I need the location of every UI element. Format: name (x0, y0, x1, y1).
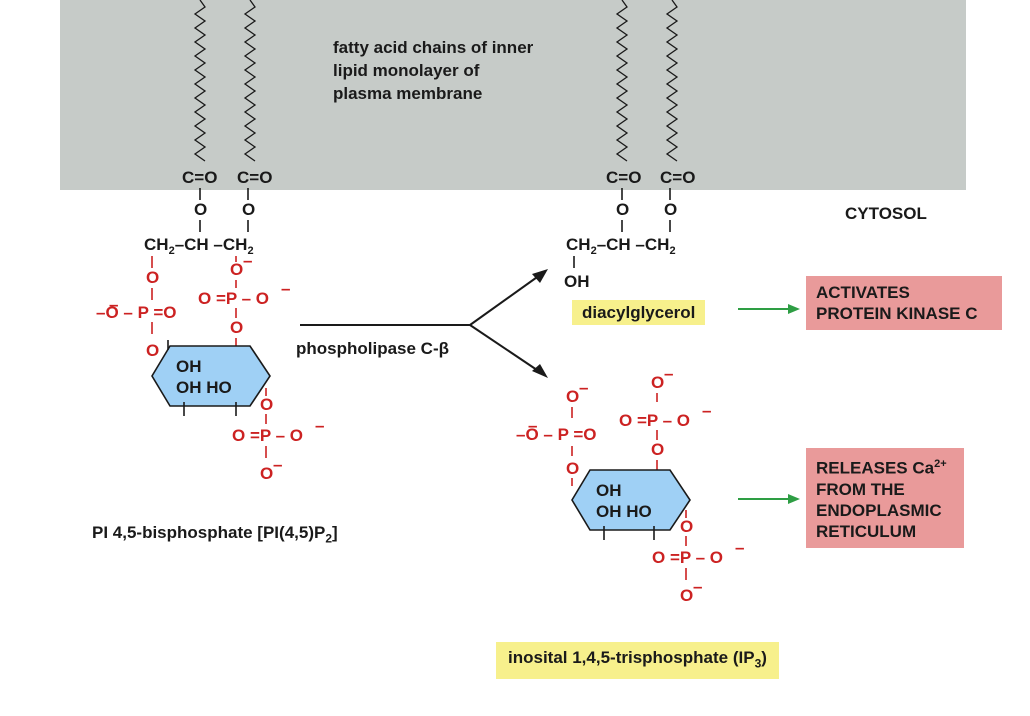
svg-text:O: O (230, 318, 243, 337)
svg-text:O: O (194, 200, 207, 219)
svg-text:O: O (146, 268, 159, 287)
membrane-label-line-1: fatty acid chains of inner (333, 38, 534, 57)
substrate-label-end: ] (332, 523, 338, 542)
svg-text:–: – (702, 401, 711, 420)
effect-pkc-line-2: PROTEIN KINASE C (816, 304, 978, 323)
reaction-arrowhead-up (532, 269, 548, 283)
ip3-molecule: O – O – O =P – O – –O – P =O – O O OH OH… (516, 364, 744, 605)
green-arrowhead-pkc (788, 304, 800, 314)
fatty-acid-chain (615, 0, 629, 162)
svg-text:C=O: C=O (660, 168, 695, 187)
svg-text:–: – (735, 538, 744, 557)
effect-ca-line-1-text: RELEASES Ca (816, 458, 935, 478)
reaction-arrow-branch-down (469, 324, 541, 373)
svg-text:–: – (528, 416, 537, 435)
svg-text:CH2–CH –CH2: CH2–CH –CH2 (566, 235, 676, 257)
effect-pkc-line-1: ACTIVATES (816, 283, 910, 302)
inositol-ring-left (151, 345, 271, 407)
svg-text:OH: OH (564, 272, 590, 291)
ip3-label-end: ) (761, 648, 767, 667)
effect-ca-line-1: RELEASES Ca2+ (816, 454, 954, 479)
svg-text:OH: OH (176, 357, 202, 376)
fatty-acid-chain (665, 0, 679, 162)
effect-ca-superscript: 2+ (934, 458, 947, 470)
fatty-acid-chains (193, 0, 679, 162)
inositol-ring-right (571, 469, 691, 531)
svg-text:O =P – O: O =P – O (232, 426, 303, 445)
svg-text:–O – P =O: –O – P =O (516, 425, 596, 444)
svg-text:O =P – O: O =P – O (652, 548, 723, 567)
fatty-acid-chain (243, 0, 257, 162)
dag-label: diacylglycerol (582, 303, 696, 322)
svg-text:C=O: C=O (606, 168, 641, 187)
svg-text:–: – (315, 416, 324, 435)
svg-text:O: O (260, 395, 273, 414)
svg-text:O: O (242, 200, 255, 219)
plasma-membrane-band (60, 0, 966, 190)
substrate-label-text: PI 4,5-bisphosphate [PI(4,5)P (92, 523, 326, 542)
svg-text:O: O (651, 373, 664, 392)
svg-text:O: O (260, 464, 273, 483)
svg-text:OH HO: OH HO (176, 378, 232, 397)
svg-text:O: O (680, 517, 693, 536)
fatty-acid-chain (193, 0, 207, 162)
ip3-label-text: inosital 1,4,5-trisphosphate (IP (508, 648, 755, 667)
svg-text:–: – (243, 251, 252, 270)
svg-text:O: O (664, 200, 677, 219)
svg-text:–: – (693, 577, 702, 596)
substrate-label-subscript: 2 (325, 531, 333, 546)
reaction-arrowhead-down (532, 364, 548, 378)
effect-ca-line-4: RETICULUM (816, 521, 917, 541)
svg-text:O: O (616, 200, 629, 219)
membrane-label-line-3: plasma membrane (333, 84, 482, 103)
substrate-label: PI 4,5-bisphosphate [PI(4,5)P2] (92, 522, 338, 549)
ip3-label-box: inosital 1,4,5-trisphosphate (IP3) (496, 642, 779, 680)
svg-text:O: O (230, 260, 243, 279)
svg-text:O: O (566, 387, 579, 406)
pip2-molecule: C=O C=O O O CH2–CH –CH2 O –O – P =O – O … (96, 168, 324, 483)
svg-text:OH HO: OH HO (596, 502, 652, 521)
svg-text:CH2–CH –CH2: CH2–CH –CH2 (144, 235, 254, 257)
svg-text:O =P – O: O =P – O (619, 411, 690, 430)
svg-text:O =P – O: O =P – O (198, 289, 269, 308)
effect-ca-line-2: FROM THE (816, 479, 905, 499)
svg-text:–: – (273, 455, 282, 474)
svg-text:–: – (281, 279, 290, 298)
ip3-label-subscript: 3 (754, 656, 762, 671)
svg-text:C=O: C=O (237, 168, 272, 187)
svg-text:–O – P =O: –O – P =O (96, 303, 176, 322)
effect-ca-box: RELEASES Ca2+ FROM THE ENDOPLASMIC RETIC… (806, 448, 964, 548)
svg-text:O: O (566, 459, 579, 478)
membrane-label-line-2: lipid monolayer of (333, 61, 480, 80)
effect-pkc-box: ACTIVATES PROTEIN KINASE C (806, 276, 1002, 330)
green-arrowhead-ca (788, 494, 800, 504)
svg-text:O: O (651, 440, 664, 459)
svg-text:C=O: C=O (182, 168, 217, 187)
svg-text:OH: OH (596, 481, 622, 500)
svg-text:O: O (146, 341, 159, 360)
effect-ca-line-3: ENDOPLASMIC (816, 500, 942, 520)
cytosol-label: CYTOSOL (845, 204, 927, 223)
reaction-arrow-branch-up (469, 274, 541, 326)
svg-text:–: – (664, 364, 673, 383)
dag-label-box: diacylglycerol (572, 300, 706, 325)
svg-text:–: – (109, 295, 118, 314)
svg-text:O: O (680, 586, 693, 605)
enzyme-label: phospholipase C-β (296, 339, 449, 358)
svg-text:–: – (579, 378, 588, 397)
